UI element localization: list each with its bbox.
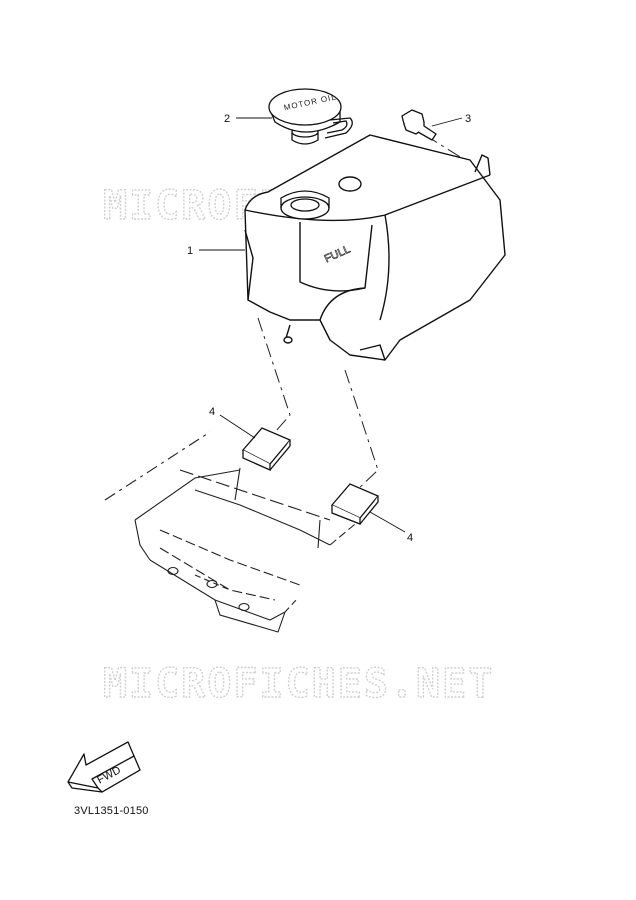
callout-4-upper: 4 bbox=[209, 406, 215, 418]
rubber-pad-upper[interactable] bbox=[241, 427, 292, 472]
frame-bracket bbox=[104, 431, 361, 633]
oil-cap[interactable] bbox=[268, 88, 353, 145]
callout-2: 2 bbox=[224, 113, 230, 125]
callout-3: 3 bbox=[465, 113, 471, 125]
bolt[interactable] bbox=[401, 109, 437, 141]
watermark-bottom: MICROFICHES.NET bbox=[103, 661, 494, 707]
diagram-part-number: 3VL1351-0150 bbox=[74, 805, 149, 817]
callout-4-lower: 4 bbox=[407, 532, 413, 544]
oil-tank[interactable] bbox=[244, 134, 506, 361]
callout-leaders bbox=[199, 117, 463, 533]
fwd-arrow-icon bbox=[67, 741, 141, 793]
filler-neck bbox=[280, 190, 330, 220]
callout-1: 1 bbox=[187, 245, 193, 257]
rubber-pad-lower[interactable] bbox=[330, 483, 380, 525]
